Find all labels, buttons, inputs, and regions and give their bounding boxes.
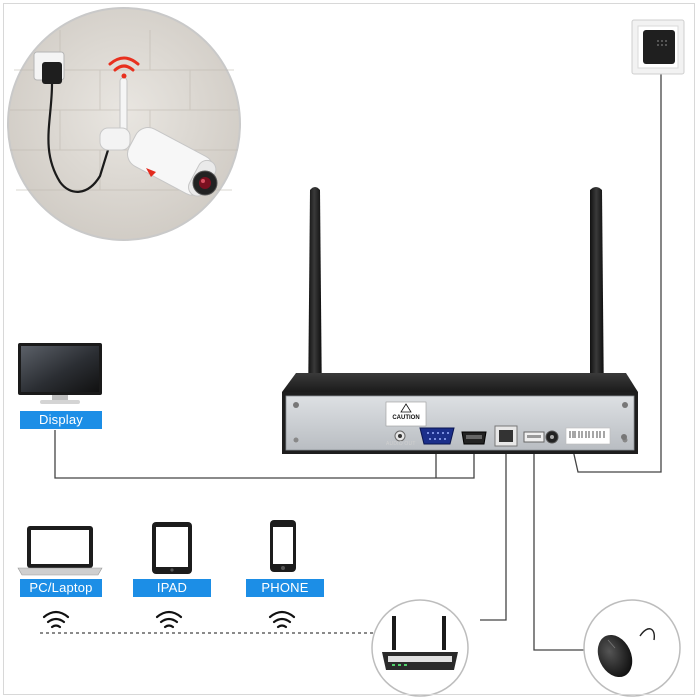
usb-port xyxy=(523,431,545,443)
power-adapter-icon xyxy=(33,51,110,193)
hdmi-port xyxy=(461,431,487,445)
audio-out-label: AUDIO OUT xyxy=(386,441,416,447)
camera-icon xyxy=(99,77,218,197)
network-cable xyxy=(480,448,507,621)
display-cable xyxy=(54,430,475,479)
phone-label: PHONE xyxy=(246,579,324,597)
router-icon xyxy=(371,599,469,697)
nvr-recorder-icon xyxy=(282,187,638,454)
tablet-icon xyxy=(152,522,192,574)
wifi-signal-icon xyxy=(108,56,140,79)
dc-power-port xyxy=(545,430,559,444)
cables xyxy=(40,72,662,651)
laptop-icon xyxy=(17,526,103,576)
monitor-icon xyxy=(18,343,102,404)
wifi-signal-icon xyxy=(42,610,70,629)
camera-scene xyxy=(7,7,241,241)
display-label: Display xyxy=(20,411,102,429)
vga-port xyxy=(419,427,455,445)
wifi-signal-icon xyxy=(155,610,183,629)
mouse-cable xyxy=(533,448,595,651)
wall-power-adapter-icon xyxy=(631,19,685,75)
pc-laptop-label: PC/Laptop xyxy=(20,579,102,597)
mouse-icon xyxy=(583,599,681,697)
ipad-label: IPAD xyxy=(133,579,211,597)
power-cable xyxy=(572,72,662,473)
caution-label: CAUTION xyxy=(388,414,424,423)
lan-port xyxy=(494,425,518,447)
wifi-signal-icon xyxy=(268,610,296,629)
smartphone-icon xyxy=(270,520,296,572)
